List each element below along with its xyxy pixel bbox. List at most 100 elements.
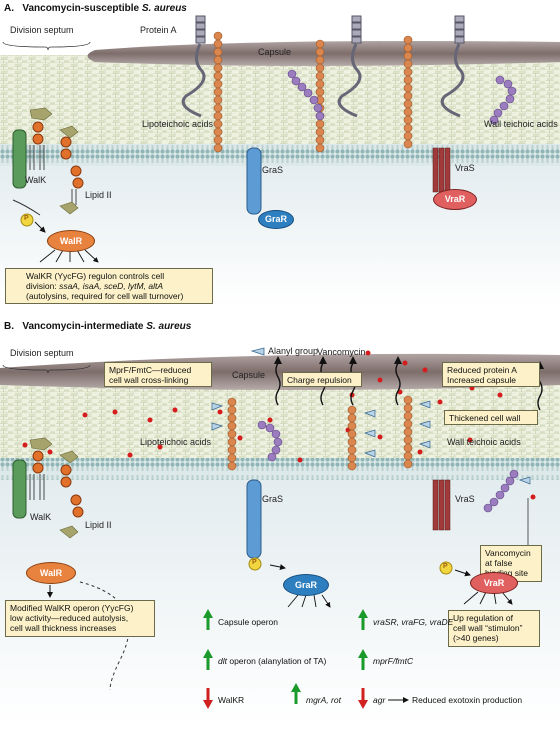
protein-a-label: Protein A bbox=[140, 25, 177, 35]
protein-box-line2: Increased capsule bbox=[447, 375, 516, 385]
walkr-regulon-box: WalKR (YycFG) regulon controls cell divi… bbox=[5, 268, 213, 304]
agr-text: agr bbox=[373, 695, 386, 705]
panel-a-letter: A. bbox=[4, 3, 14, 14]
lipid2-label-b: Lipid II bbox=[85, 520, 112, 530]
walk-protein-a bbox=[12, 129, 27, 189]
walr-output-arrows-a bbox=[39, 249, 98, 262]
panel-b-title-text: Vancomycin-intermediate bbox=[22, 321, 147, 332]
wall-teichoic-chains-a bbox=[287, 69, 517, 125]
mprf-box-line2: cell wall cross-linking bbox=[109, 375, 189, 385]
membrane-a bbox=[0, 144, 560, 166]
thickened-wall-box: Thickened cell wall bbox=[444, 410, 538, 425]
vras-protein-b bbox=[444, 479, 451, 531]
mprf-box: MprF/FmtC—reduced cell wall cross-linkin… bbox=[104, 362, 212, 387]
mgra-rot-text: mgrA, rot bbox=[306, 695, 341, 705]
walr-box-line1: Modified WalKR operon (YycFG) bbox=[10, 603, 134, 613]
walk-label-a: WalK bbox=[25, 175, 47, 185]
vra-genes-text: vraSR, vraFG, vraDE bbox=[373, 617, 454, 627]
vra-genes-label: vraSR, vraFG, vraDE bbox=[373, 617, 453, 627]
phospho-label-vras-b: P bbox=[443, 563, 448, 570]
division-septum-label-a: Division septum bbox=[10, 25, 74, 35]
lipid2-b bbox=[29, 437, 84, 539]
mprf-gene-text: mprF/fmtC bbox=[373, 656, 414, 666]
alanyl-label: Alanyl group bbox=[268, 346, 319, 356]
vancomycin-legend-label: Vancomycin bbox=[317, 347, 366, 357]
vrar-protein-b: VraR bbox=[470, 572, 518, 594]
mgra-rot-label: mgrA, rot bbox=[306, 695, 341, 705]
dlt-rest: operon (alanylation of TA) bbox=[226, 656, 327, 666]
walr-protein-a: WalR bbox=[47, 230, 95, 252]
regulation-arrows bbox=[203, 609, 409, 709]
panel-a-species: S. aureus bbox=[141, 3, 187, 14]
panel-b-species: S. aureus bbox=[146, 321, 192, 332]
gras-grar-arrow bbox=[269, 564, 286, 570]
stimulon-box: Up regulation of cell wall “stimulon” (>… bbox=[448, 610, 540, 647]
charge-repulsion-box: Charge repulsion bbox=[282, 372, 362, 387]
dlt-operon-label: dlt operon (alanylation of TA) bbox=[218, 656, 326, 666]
walk-link-a bbox=[12, 199, 41, 216]
walkr-box-line3: (autolysins, required for cell wall turn… bbox=[26, 291, 184, 301]
vras-vrar-arrow bbox=[454, 569, 471, 577]
panel-a-title-text: Vancomycin-susceptible bbox=[22, 3, 142, 14]
gras-label-a: GraS bbox=[262, 165, 284, 175]
phospho-label-a: P bbox=[24, 215, 29, 222]
grar-protein-b: GraR bbox=[283, 574, 329, 596]
walk-protein-b bbox=[12, 459, 27, 519]
gras-label-b: GraS bbox=[262, 494, 284, 504]
walr-box-line2: low activity—reduced autolysis, bbox=[10, 613, 129, 623]
protein-box-line1: Reduced protein A bbox=[447, 365, 517, 375]
walkr-box-line2-prefix: division: bbox=[26, 281, 60, 291]
protein-capsule-box: Reduced protein A Increased capsule bbox=[442, 362, 540, 387]
walr-protein-b: WalR bbox=[26, 562, 76, 584]
panel-b-title: B. Vancomycin-intermediate S. aureus bbox=[4, 321, 191, 332]
grar-protein-a: GraR bbox=[258, 210, 294, 229]
protein-a-molecules bbox=[181, 15, 465, 118]
walk-walr-arrow-a bbox=[34, 221, 46, 233]
wall-teichoic-label-a: Wall teichoic acids bbox=[484, 119, 558, 129]
walk-label-b: WalK bbox=[30, 512, 52, 522]
vras-label-a: VraS bbox=[455, 163, 475, 173]
division-septum-label-b: Division septum bbox=[10, 348, 74, 358]
septum-bracket-b bbox=[2, 364, 91, 374]
lipoteichoic-chains-a bbox=[213, 31, 413, 153]
lipoteichoic-label-b: Lipoteichoic acids bbox=[140, 437, 212, 447]
walkr-dashed-link bbox=[79, 581, 130, 691]
cell-wall-a bbox=[0, 55, 560, 145]
panel-a-title: A. Vancomycin-susceptible S. aureus bbox=[4, 3, 187, 14]
panel-b-letter: B. bbox=[4, 321, 14, 332]
phospho-walk-a bbox=[20, 213, 34, 227]
phospho-vras-b bbox=[439, 561, 453, 575]
lipid2-a bbox=[29, 107, 84, 215]
capsule-label-b: Capsule bbox=[232, 370, 266, 380]
panel-b bbox=[0, 347, 560, 725]
alanyl-groups bbox=[211, 400, 531, 485]
lipid2-label-a: Lipid II bbox=[85, 190, 112, 200]
grar-output-arrows bbox=[287, 594, 330, 607]
vrar-box-line3: (>40 genes) bbox=[453, 633, 499, 643]
wall-teichoic-chains-b bbox=[257, 420, 519, 513]
capsule-label-a: Capsule bbox=[258, 47, 292, 57]
false-site-line2: at false bbox=[485, 558, 513, 568]
lipoteichoic-chains-b bbox=[227, 395, 413, 471]
agr-label: agr bbox=[373, 695, 385, 705]
reduced-exotoxin-label: Reduced exotoxin production bbox=[412, 695, 523, 705]
vrar-box-line1: Up regulation of bbox=[453, 613, 514, 623]
gras-protein-a bbox=[246, 147, 262, 215]
vras-protein-a bbox=[444, 147, 451, 193]
wall-teichoic-label-b: Wall teichoic acids bbox=[447, 437, 521, 447]
phospho-gras-b bbox=[248, 557, 262, 571]
vancomycin-legend-dot bbox=[365, 350, 371, 356]
membrane-b bbox=[0, 458, 560, 480]
capsule-operon-label: Capsule operon bbox=[218, 617, 279, 627]
walkr-box-genes: ssaA, isaA, sceD, lytM, altA bbox=[59, 281, 163, 291]
walkr-label: WalKR bbox=[218, 695, 245, 705]
walkr-box-line1: WalKR (YycFG) regulon controls cell bbox=[26, 271, 165, 281]
mprf-box-line1: MprF/FmtC—reduced bbox=[109, 365, 192, 375]
gras-protein-b bbox=[246, 479, 262, 559]
mprf-gene-label: mprF/fmtC bbox=[373, 656, 413, 666]
vrar-output-arrows bbox=[463, 591, 512, 604]
alanyl-legend-icon bbox=[250, 347, 265, 356]
walkr-operon-box: Modified WalKR operon (YycFG) low activi… bbox=[5, 600, 155, 637]
vras-label-b: VraS bbox=[455, 494, 475, 504]
